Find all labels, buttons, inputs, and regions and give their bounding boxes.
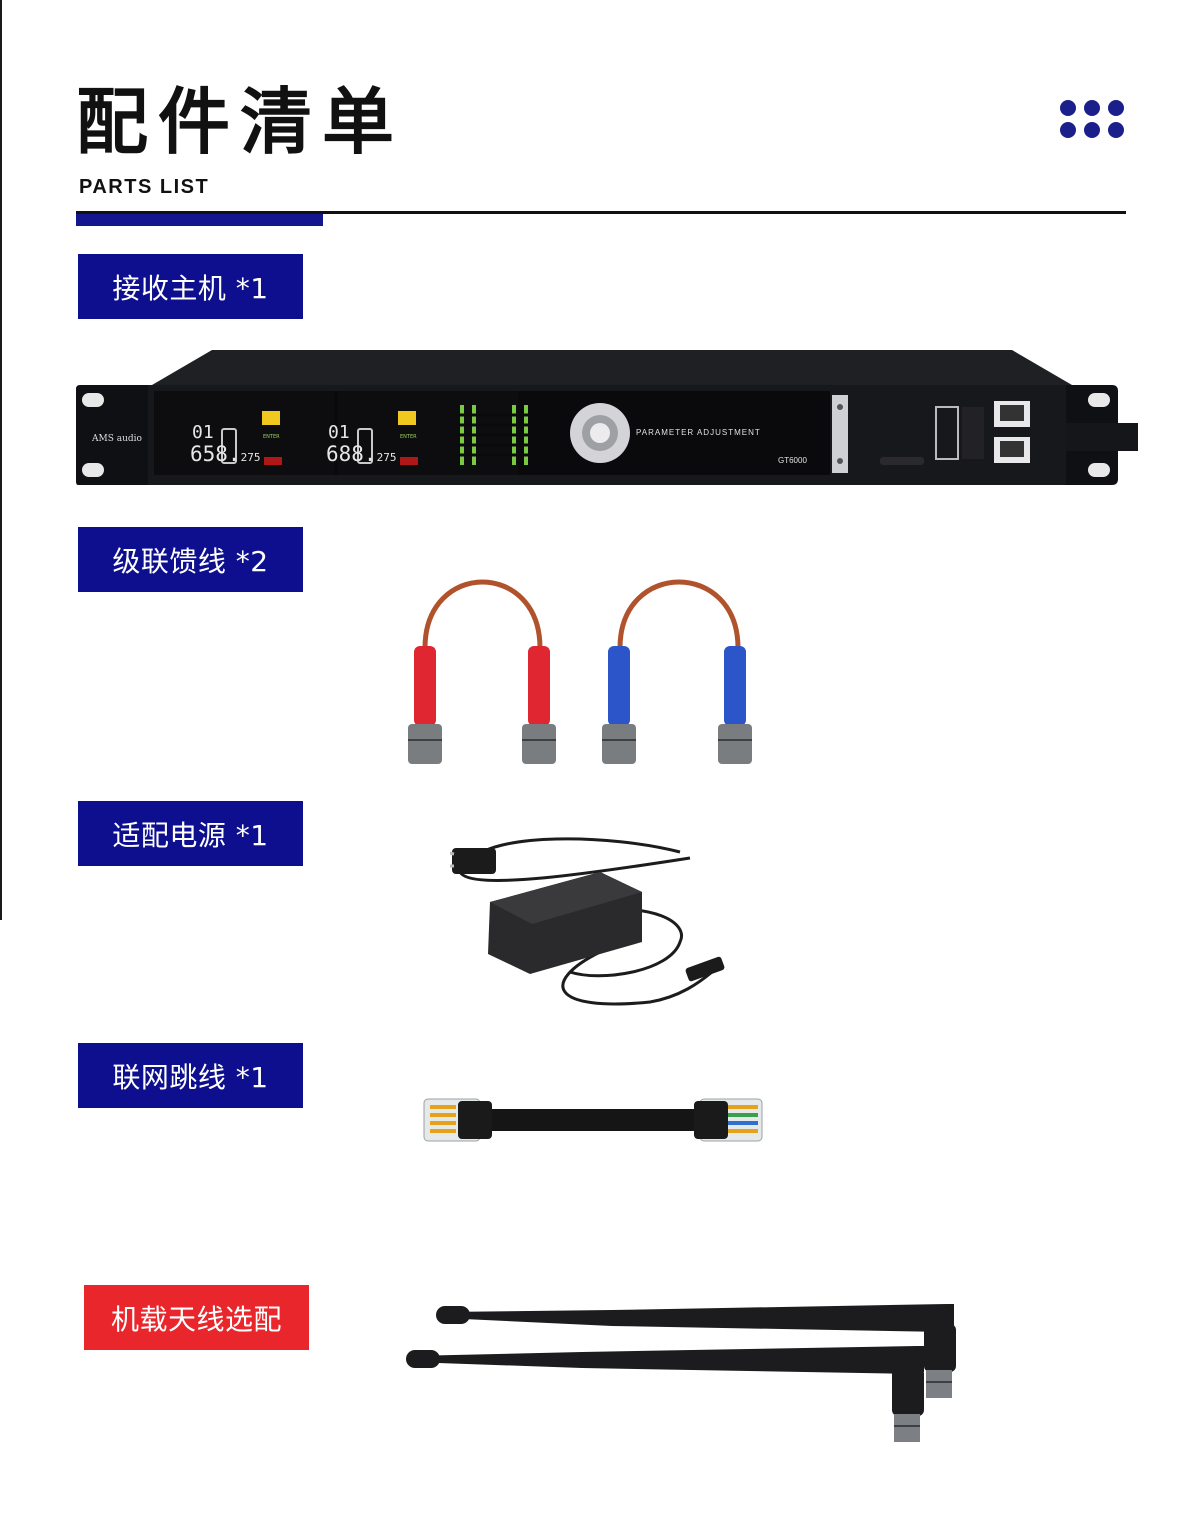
ch1-enter-label: ENTER: [263, 434, 280, 440]
dots-grid-icon: [1060, 100, 1124, 140]
ch2-freq-main: 688.: [326, 442, 377, 466]
ch2-freq-decimal: 275: [376, 451, 397, 464]
ch2-enter-label: ENTER: [400, 434, 417, 440]
receiver-unit-image: [76, 350, 1138, 485]
item-label-antennas: 机载天线选配: [84, 1285, 309, 1350]
ch1-number: 01: [192, 422, 214, 443]
ch2-frequency: 688.275: [326, 442, 396, 466]
item-label-cascade-cables: 级联馈线 *2: [78, 527, 303, 592]
power-adapter-image: [450, 837, 725, 1006]
ch1-frequency: 658.275: [190, 442, 260, 466]
page-title: 配件清单: [76, 80, 405, 164]
page-subtitle: PARTS LIST: [79, 176, 210, 198]
ch2-number: 01: [328, 422, 350, 443]
panel-text: PARAMETER ADJUSTMENT: [636, 428, 761, 437]
ch1-freq-decimal: 275: [240, 451, 261, 464]
antennas-image: [406, 1304, 956, 1442]
cascade-cables-image: [408, 579, 752, 764]
item-label-power-adapter: 适配电源 *1: [78, 801, 303, 866]
receiver-brand: AMS audio: [92, 434, 142, 444]
header-divider: [76, 211, 1126, 214]
header-accent-bar: [76, 214, 323, 226]
ch1-freq-main: 658.: [190, 442, 241, 466]
model-label: GT6000: [778, 456, 807, 465]
left-edge-rule: [0, 0, 2, 920]
item-label-network-cable: 联网跳线 *1: [78, 1043, 303, 1108]
network-cable-image: [423, 1098, 763, 1142]
item-label-receiver: 接收主机 *1: [78, 254, 303, 319]
